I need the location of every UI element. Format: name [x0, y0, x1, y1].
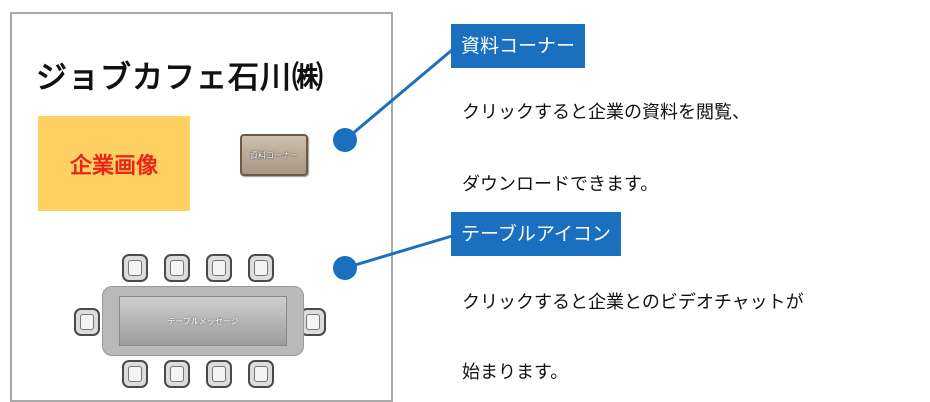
table-callout-line	[344, 234, 453, 270]
table-icon[interactable]: テーブルメッセージ	[72, 252, 342, 402]
docs-callout-line	[344, 48, 453, 142]
table-callout-desc-2: 始まります。	[462, 362, 569, 383]
chair-icon	[164, 254, 190, 282]
docs-callout-desc-2: ダウンロードできます。	[462, 174, 659, 195]
chair-icon	[248, 360, 274, 388]
chair-icon	[206, 360, 232, 388]
company-image-label: 企業画像	[69, 153, 158, 179]
docs-callout-title: 資料コーナー	[451, 24, 586, 68]
company-name: ジョブカフェ石川㈱	[36, 60, 324, 96]
document-corner-label: 資料コーナー	[250, 150, 298, 160]
booth-panel: ジョブカフェ石川㈱ 企業画像 資料コーナー テーブルメッセージ	[10, 12, 393, 402]
docs-callout-dot	[333, 128, 357, 152]
chair-icon	[248, 254, 274, 282]
table-callout-dot	[333, 256, 357, 280]
table-message-label: テーブルメッセージ	[167, 316, 239, 326]
table-top: テーブルメッセージ	[102, 286, 304, 356]
table-callout-desc-1: クリックすると企業とのビデオチャットが	[462, 292, 804, 313]
docs-callout-desc-1: クリックすると企業の資料を閲覧、	[462, 102, 750, 123]
table-message-area: テーブルメッセージ	[119, 296, 287, 346]
chair-icon	[300, 308, 326, 336]
company-image: 企業画像	[38, 116, 190, 211]
chair-icon	[122, 254, 148, 282]
document-corner-button[interactable]: 資料コーナー	[240, 134, 308, 176]
chair-icon	[206, 254, 232, 282]
chair-icon	[74, 308, 100, 336]
chair-icon	[122, 360, 148, 388]
table-callout-title: テーブルアイコン	[451, 212, 621, 256]
chair-icon	[164, 360, 190, 388]
